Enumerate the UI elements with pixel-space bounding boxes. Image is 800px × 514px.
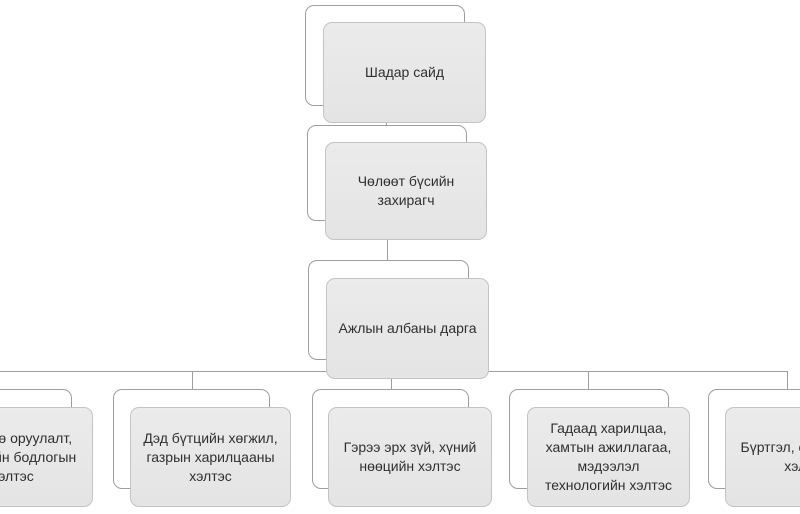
connector-drop-dept-registration-finance	[787, 371, 788, 389]
node-box-label: Гадаад харилцаа, хамтын ажиллагаа, мэдээ…	[527, 407, 690, 507]
node-box-label: Чөлөөт бүсийн захирагч	[325, 142, 487, 240]
node-box-label: Гэрээ эрх зүй, хүний нөөцийн хэлтэс	[328, 407, 492, 507]
node-box-label: Дэд бүтцийн хөгжил, газрын харилцааны хэ…	[130, 407, 291, 507]
connector-drop-dept-infrastructure-land	[192, 371, 193, 389]
node-box-label: Хөрөнгө оруулалт, хөгжлийн бодлогын хэлт…	[0, 407, 93, 507]
connector-level2-level3	[387, 218, 388, 262]
node-box-label: Шадар сайд	[323, 22, 486, 123]
node-box-label: Ажлын албаны дарга	[326, 278, 489, 379]
connector-drop-dept-foreign-relations-it	[588, 371, 589, 389]
node-box-label: Бүртгэл, санхүүгийн хэлтэс	[725, 407, 800, 507]
